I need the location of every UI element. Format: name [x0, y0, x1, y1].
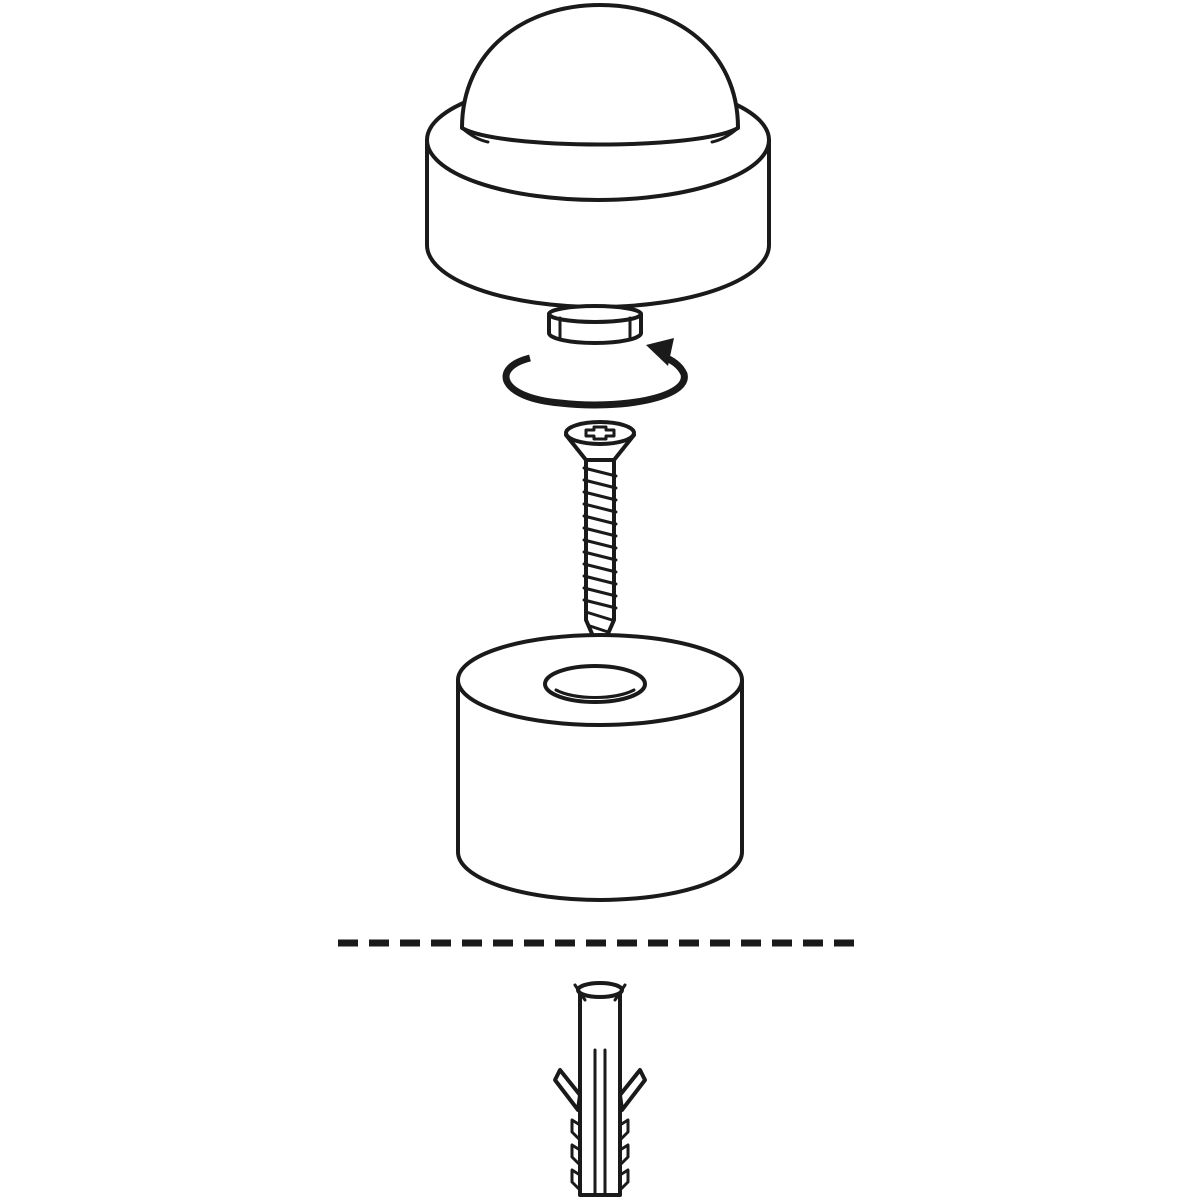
- spacer-cylinder-icon: [456, 633, 744, 902]
- wall-plug-icon: [553, 981, 647, 1197]
- rotate-arrow-icon: [502, 338, 688, 409]
- dome-cap-icon: [425, 3, 771, 309]
- threaded-stud-icon: [547, 304, 643, 345]
- screw-icon: [564, 420, 636, 654]
